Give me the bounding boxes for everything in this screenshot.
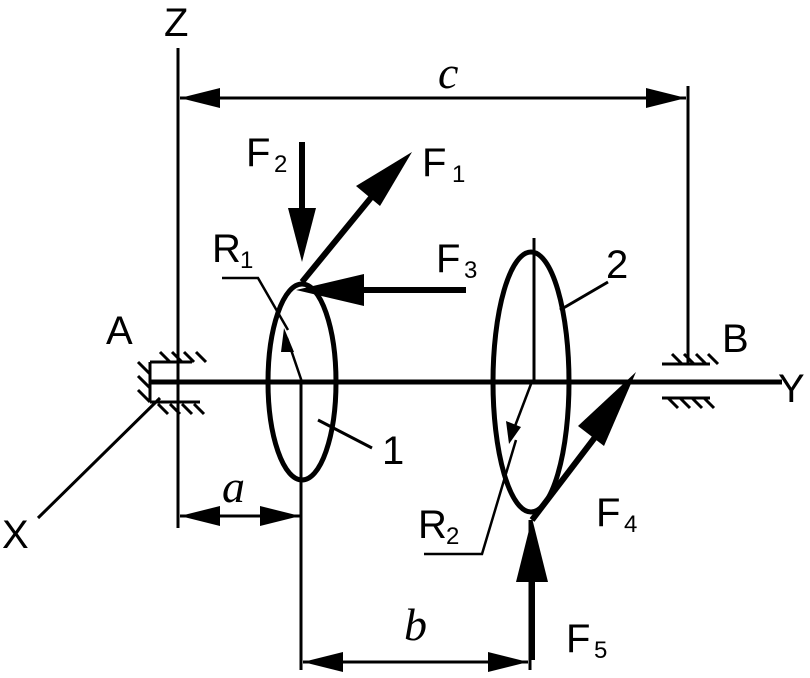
radius-r2-arrowhead — [506, 421, 521, 444]
svg-text:F: F — [566, 617, 590, 661]
wheel-1-leader — [317, 418, 373, 450]
wheel-2-leader — [559, 280, 609, 312]
force-f5-arrowhead — [516, 518, 548, 582]
force-f2-arrowhead — [288, 208, 316, 262]
svg-text:2: 2 — [274, 151, 287, 178]
force-f2-label: F 2 — [246, 131, 287, 178]
svg-text:1: 1 — [240, 247, 253, 274]
force-f4-label: F 4 — [596, 491, 637, 538]
svg-text:5: 5 — [594, 637, 607, 664]
svg-text:F: F — [422, 141, 446, 185]
svg-text:2: 2 — [446, 523, 459, 550]
y-axis-label: Y — [778, 367, 805, 411]
svg-text:1: 1 — [452, 161, 465, 188]
x-axis — [36, 396, 162, 520]
dimension-c-label: c — [438, 47, 458, 98]
radius-r1-leader — [222, 276, 290, 331]
force-f1-label: F 1 — [422, 141, 465, 188]
force-f3-label: F 3 — [436, 237, 477, 284]
support-a — [136, 350, 208, 416]
svg-text:F: F — [246, 131, 270, 175]
radius-r1-label: R 1 — [212, 227, 253, 274]
x-axis-label: X — [2, 513, 29, 557]
support-a-label: A — [106, 309, 133, 353]
svg-text:4: 4 — [624, 511, 637, 538]
z-axis-label: Z — [164, 1, 188, 45]
wheel-1-number: 1 — [382, 429, 404, 473]
svg-text:F: F — [436, 237, 460, 281]
force-f1-arrowhead — [356, 152, 412, 206]
wheel-1 — [265, 281, 339, 483]
dimension-b-label: b — [404, 599, 427, 650]
svg-text:3: 3 — [464, 257, 477, 284]
force-f4-arrow — [529, 434, 599, 522]
radius-r2-label: R 2 — [418, 503, 459, 550]
force-f1-arrow — [299, 192, 377, 284]
svg-text:R: R — [418, 503, 447, 547]
force-f5-label: F 5 — [566, 617, 607, 664]
svg-text:R: R — [212, 227, 241, 271]
dimension-a-label: a — [222, 461, 245, 512]
force-f3-arrowhead — [296, 274, 364, 306]
force-f4-arrowhead — [578, 372, 636, 446]
support-b-label: B — [722, 317, 749, 361]
wheel-2 — [490, 249, 572, 515]
svg-text:F: F — [596, 491, 620, 535]
wheel-2-number: 2 — [606, 243, 628, 287]
radius-r1-arrowhead — [281, 328, 294, 352]
radius-r2-leader — [424, 439, 518, 556]
